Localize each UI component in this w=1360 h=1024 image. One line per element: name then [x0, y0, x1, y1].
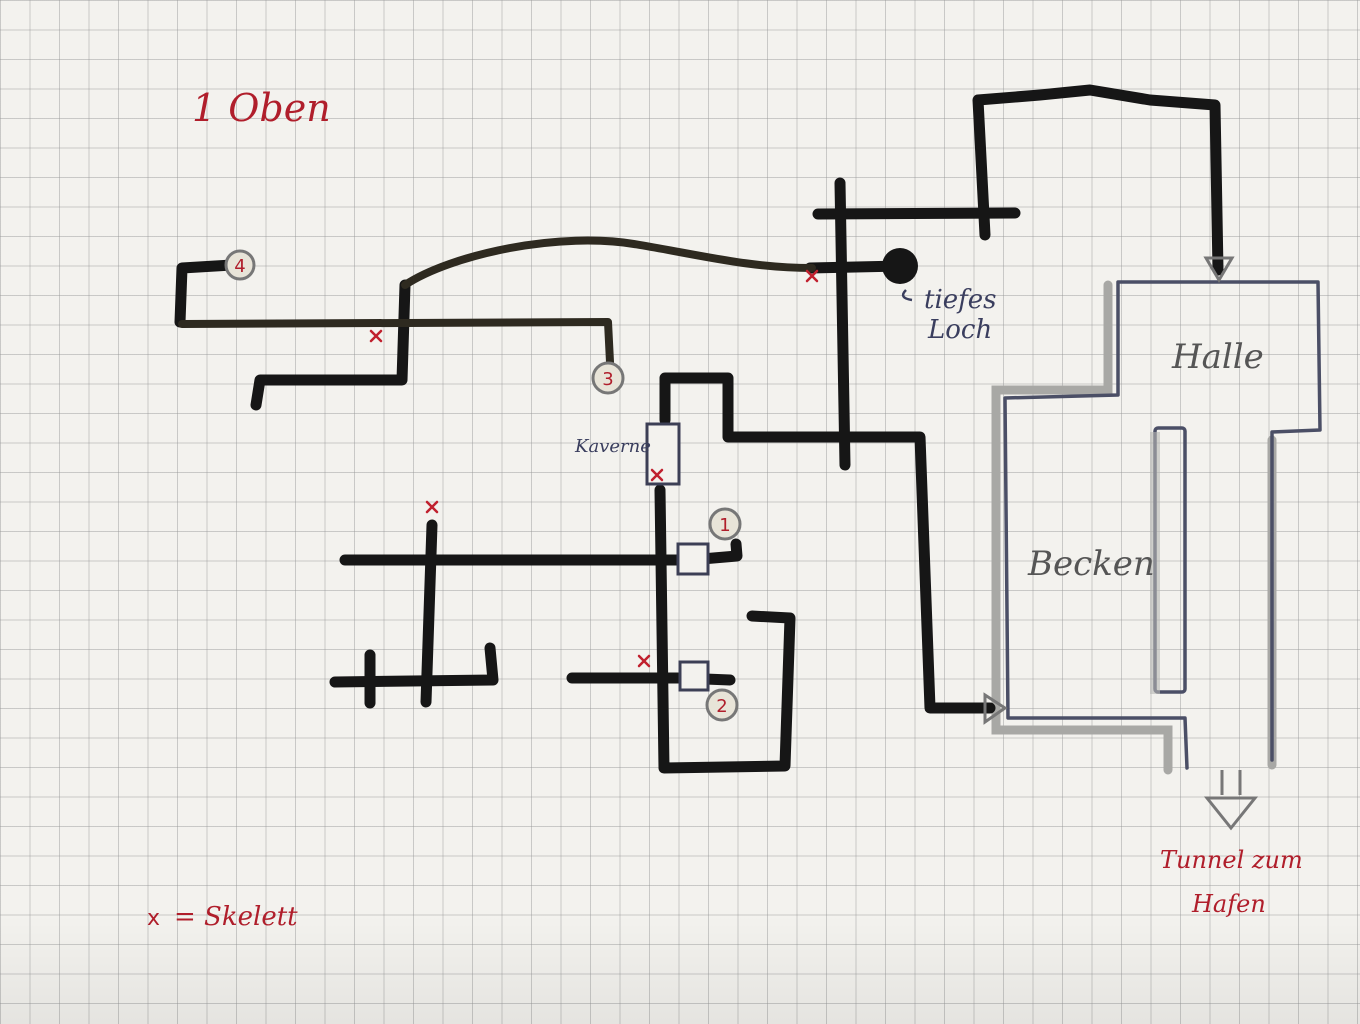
arrow-into-hall [1203, 256, 1235, 283]
cavern-room [645, 422, 681, 486]
hole-pointer [901, 289, 913, 302]
arrow-to-tunnel-icon [1203, 770, 1259, 831]
corridor-left-step [250, 279, 411, 411]
corridor-left-bottom [329, 642, 499, 688]
marker-3: 3 [591, 361, 625, 395]
arrow-into-pool [983, 692, 1008, 725]
legend-text: = Skelett [174, 902, 298, 932]
skeleton-x-icon [805, 269, 819, 283]
hole-label: tiefes Loch [924, 285, 1005, 345]
corridor-central [659, 372, 996, 714]
corridor-left-vertical [420, 519, 438, 708]
svg-text:1: 1 [719, 515, 730, 536]
cavern-label: Kaverne [574, 436, 651, 457]
skeleton-markers [369, 269, 819, 668]
skeleton-x-icon [369, 329, 383, 343]
skeleton-x-icon [425, 500, 439, 514]
map-title: 1 Oben [192, 86, 331, 130]
corridor-to-marker1 [339, 538, 743, 566]
corridor-top-branch [812, 207, 1021, 220]
inner-pillar-shadow [1150, 432, 1160, 694]
room-marker2 [678, 660, 710, 692]
svg-text:3: 3 [602, 369, 613, 390]
building-outline [1003, 280, 1322, 770]
svg-text:4: 4 [234, 256, 245, 277]
skeleton-x-icon [650, 468, 664, 482]
hall-pool-building [991, 280, 1322, 775]
passage-to-marker3 [178, 318, 614, 366]
corridor-top-loop [972, 84, 1224, 276]
corridors [174, 84, 1224, 774]
room-marker1 [676, 542, 710, 576]
skeleton-x-icon [637, 654, 651, 668]
corridor-long-vertical [834, 177, 851, 471]
pool-label: Becken [1027, 544, 1155, 584]
legend-symbol: x [147, 906, 160, 931]
passage-curve-top [401, 236, 816, 289]
marker-1: 1 [708, 507, 742, 541]
photo-shadow [0, 914, 1360, 1024]
thin-passages [178, 236, 816, 366]
svg-text:2: 2 [716, 696, 727, 717]
marker-2: 2 [705, 688, 739, 722]
deep-hole-icon [882, 248, 918, 284]
tunnel-label: Tunnel zum Hafen [1160, 846, 1310, 918]
hall-label: Halle [1171, 337, 1264, 377]
marker-4: 4 [224, 249, 256, 281]
corridor-marker4 [174, 259, 238, 328]
